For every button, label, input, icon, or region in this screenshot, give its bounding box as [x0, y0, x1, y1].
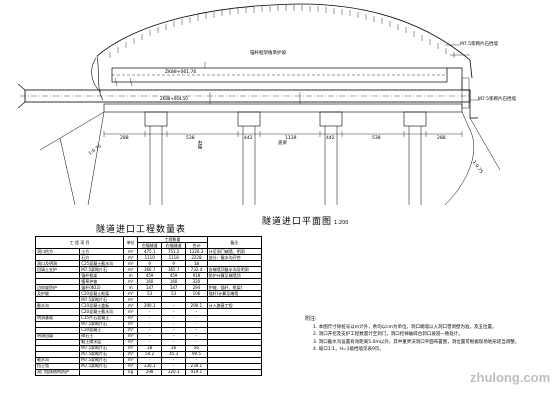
watermark: zhulong.com — [470, 370, 551, 385]
cell-item — [79, 368, 125, 377]
dimension-ticks — [103, 131, 463, 137]
note-item: 2. 洞口开挖及支护工程数量计至洞门，洞口挖掉破碎台洞口坡道一致处计。 — [313, 332, 463, 337]
tunnel-entrance-plan-drawing — [17, 3, 501, 206]
quantity-table-title: 隧道进口工程数量表 — [96, 225, 187, 235]
dimension-value: 288 — [437, 136, 446, 141]
notes-block: 附注: 1. 本图尺寸除桩号以m计外，余均以cm为单位。洞口端墙以入洞口曾洞壁为… — [305, 316, 560, 354]
callout-elevation-2: ZK88+064.50 — [160, 96, 188, 101]
cap-beam — [103, 103, 463, 113]
dimension-value: 538 — [372, 136, 381, 141]
dimension-value: 1139 — [285, 136, 297, 141]
slope-boundary-outline — [96, 3, 473, 79]
left-slope-edge — [91, 55, 104, 101]
note-item: 3. 洞口截水沟设置有效距离5.0m以外，其中重界沃洞口平面布置图，洞位置可根据… — [313, 339, 520, 345]
callout-lane-label: 右幅 — [197, 140, 202, 149]
dimension-value: 288 — [120, 136, 129, 141]
callout-slope-protection: 锚杆框架植草护坡 — [250, 51, 286, 56]
callout-pile-label: 盖梁 — [278, 141, 287, 146]
right-lower-slope — [444, 111, 501, 206]
dimension-value: 538 — [186, 136, 195, 141]
slope-markers — [114, 77, 301, 104]
right-retaining-wall — [447, 67, 478, 119]
slope-hatching — [109, 5, 455, 58]
pile-lines — [149, 126, 422, 205]
dimension-value: 442 — [244, 136, 253, 141]
callout-retaining-wall-2: M7.5浆砌片石挡墙 — [478, 97, 517, 102]
header-remark: 备注 — [206, 236, 263, 249]
wall-hatch-block — [461, 77, 470, 109]
cell-group: 洞门墙体结构防护 — [34, 368, 81, 377]
table-header-row: 工 程 项 目 单位 工程数量 备注 — [34, 236, 263, 249]
cell-right: 220.3 — [161, 368, 187, 377]
note-item: 1. 本图尺寸除桩号以m计外，余均以cm为单位。洞口端墙以入洞口曾洞壁为准，及五… — [313, 324, 497, 330]
callout-elevation-1: ZK88+061.76 — [165, 70, 197, 75]
notes-heading: 附注: — [305, 316, 317, 322]
cell-unit: kg — [123, 368, 139, 377]
cell-left: 298 — [137, 368, 163, 377]
callout-retaining-wall-1: M7.5浆砌片石挡墙 — [460, 42, 499, 47]
plan-scale: 1:200 — [334, 220, 349, 226]
deck-left-end — [17, 83, 26, 109]
left-lower-slope — [39, 111, 105, 206]
note-item: 4. 坡口1:1，H=1级挡墙见表9页。 — [313, 347, 384, 352]
header-unit: 单位 — [123, 236, 139, 249]
callout-leaders — [204, 44, 480, 101]
dimension-value: 442 — [326, 136, 335, 141]
piers — [144, 111, 427, 127]
plan-title-text: 隧道进口平面图 — [262, 217, 333, 227]
cell-remark — [206, 368, 263, 377]
cell-total: 419.1 — [185, 368, 208, 377]
header-item: 工 程 项 目 — [34, 236, 125, 249]
